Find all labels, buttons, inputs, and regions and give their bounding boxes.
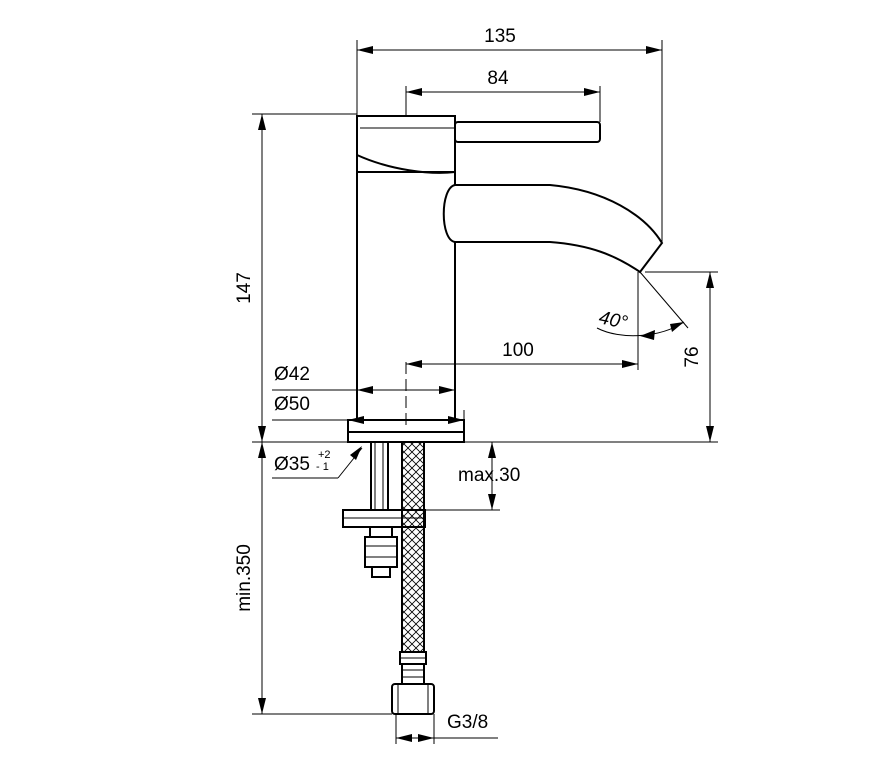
label-147: 147 [234,272,255,304]
label-g38: G3/8 [447,712,488,733]
label-d42: Ø42 [274,364,310,385]
lever-handle [454,121,601,143]
dim-spout-height: 76 [464,271,718,443]
dim-max-thickness: max.30 [425,442,520,511]
dim-body-diameter: Ø42 [272,364,455,394]
mounting-hardware [342,441,426,578]
label-76: 76 [682,346,703,367]
dim-height: 147 [234,113,357,443]
label-tol-minus: - 1 [316,461,329,473]
dim-spout-angle: 40° [596,271,689,340]
faucet-body [347,115,664,443]
spout [442,184,664,274]
label-tol-plus: +2 [318,449,331,461]
braided-hose [391,441,435,715]
dim-base-diameter: Ø50 [272,394,465,424]
fixing-nut [364,536,398,568]
label-d50: Ø50 [274,394,310,415]
connector-nut [391,683,435,715]
dim-connection: G3/8 [395,712,498,744]
dim-hose-length: min.350 [234,442,392,715]
dim-overall-width: 135 [356,26,663,243]
dim-hole-diameter: Ø35 +2 - 1 [272,446,363,479]
dim-spout-reach: 100 [406,272,639,370]
label-84: 84 [487,68,509,89]
label-d35: Ø35 [274,454,310,475]
dim-lever-length: 84 [405,68,601,122]
label-max30: max.30 [458,465,520,486]
label-100: 100 [502,340,534,361]
label-135: 135 [484,26,516,47]
label-min350: min.350 [234,544,255,612]
lever-cap [356,115,456,173]
